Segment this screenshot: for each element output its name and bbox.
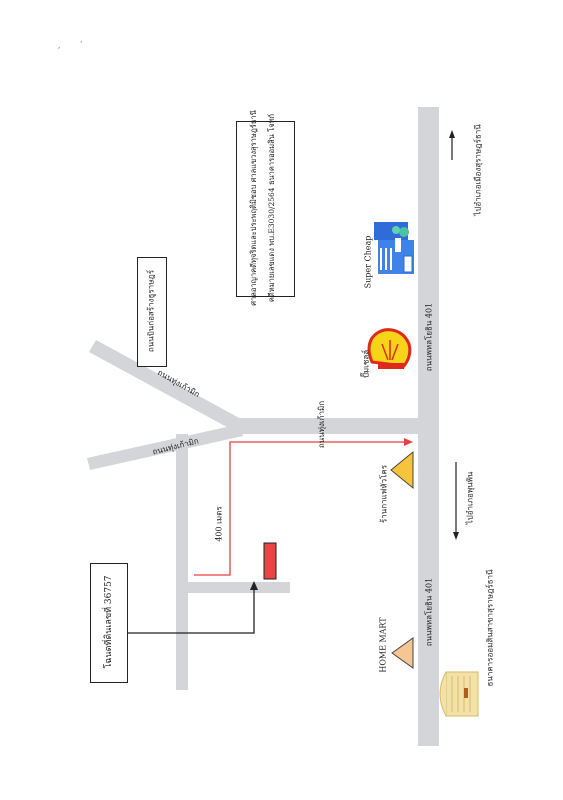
lower-branch-road	[87, 424, 243, 470]
pointer-line	[128, 588, 255, 634]
property-marker	[263, 542, 277, 580]
shell-icon	[367, 328, 412, 369]
property-label: โฉนดที่ดินเลขที่ 36757	[104, 575, 114, 669]
connector-road	[235, 418, 425, 434]
bank-icon	[439, 671, 479, 717]
side-road-label: ถนนทุ่งเก้ามิก	[317, 400, 327, 449]
school-label: ถนนบินก่อสร้างธูราษฎร์	[146, 269, 156, 353]
bank-label: ธนาคารออมสินสาขาสุราษฎร์ธานี	[485, 569, 495, 687]
south-direction-label: ไปอำเภอพุนพิน	[465, 471, 475, 525]
home-mart-triangle-icon	[391, 637, 414, 669]
side-road	[176, 434, 188, 690]
main-road	[418, 107, 439, 746]
pointer-arrowhead	[250, 581, 258, 590]
side-road-spur	[182, 582, 290, 593]
shop-label: ร้านกาแฟหัวโคร	[379, 464, 389, 524]
super-cheap-label: Super Cheap	[363, 235, 373, 289]
north-direction-label: ไปอำเภอเมืองสุราษฎร์ธานี	[473, 124, 483, 216]
distance-label: 400 เมตร	[214, 506, 224, 542]
school-label-box	[137, 257, 167, 367]
scan-mark: ,	[58, 42, 60, 50]
main-road-label-2: ถนนพหลโยธิน 401	[424, 577, 434, 647]
court-info-line2: คดีหมายเลขแดง พบ.E3030/2564 ธนาคารออมสิน…	[267, 113, 276, 303]
upper-branch-road	[89, 340, 243, 432]
south-arrow-head	[453, 532, 459, 540]
main-road-label-1: ถนนพหลโยธิน 401	[424, 302, 434, 372]
court-info-line1: ศาลอาญาคดีทุจริตและประพฤติมิชอบ ศาลแขวงส…	[249, 110, 258, 306]
property-box	[90, 563, 128, 683]
route-line	[194, 441, 408, 576]
route-arrowhead	[404, 438, 413, 446]
home-mart-label: HOME MART	[378, 617, 388, 673]
shop-triangle-icon	[390, 450, 414, 490]
court-info-box	[236, 121, 295, 297]
shell-label: ปั๊มเชลล์	[361, 349, 371, 379]
svg-text:‘: ‘	[80, 40, 82, 48]
building-icon	[374, 222, 414, 274]
north-arrow-head	[449, 130, 455, 138]
